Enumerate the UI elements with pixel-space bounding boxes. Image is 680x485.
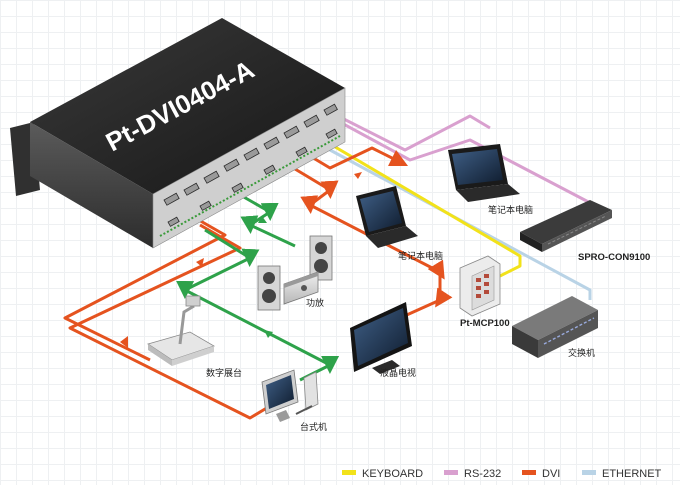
laptop-center (356, 186, 418, 248)
legend-swatch (444, 470, 458, 475)
matrix-device: Pt-DVI0404-A (10, 18, 346, 249)
label-controller: SPRO-CON9100 (578, 252, 650, 263)
network-switch (512, 296, 598, 358)
label-desktop: 台式机 (300, 421, 327, 433)
desktop-pc (261, 369, 319, 422)
visualizer (147, 295, 215, 366)
label-amplifier: 功放 (306, 297, 324, 309)
legend-label: RS-232 (464, 468, 501, 480)
legend-label: DVI (542, 468, 560, 480)
label-visualizer: 数字展台 (206, 367, 242, 379)
label-switch: 交换机 (568, 347, 595, 359)
controller-device (520, 200, 612, 252)
label-tv: 液晶电视 (380, 367, 416, 379)
label-laptop-center: 笔记本电脑 (398, 250, 443, 262)
rear-ports (163, 103, 338, 227)
lcd-tv (350, 302, 412, 374)
legend-label: KEYBOARD (362, 468, 423, 480)
legend-swatch (522, 470, 536, 475)
label-panel: Pt-MCP100 (460, 318, 510, 329)
legend-label: ETHERNET (602, 468, 662, 480)
amplifier-set (257, 235, 333, 311)
cable-dvi-laptop (299, 146, 409, 170)
legend-item-ethernet: ETHERNET (582, 468, 662, 480)
cable-green-amp (234, 190, 296, 248)
legend-item-dvi: DVI (522, 468, 560, 480)
legend-swatch (582, 470, 596, 475)
cable-rs232-laptop (329, 110, 491, 152)
legend: KEYBOARD RS-232 DVI ETHERNET (342, 468, 662, 480)
cable-rs232-controller (335, 118, 601, 210)
cable-dvi-desktop (68, 223, 281, 420)
legend-item-keyboard: KEYBOARD (342, 468, 423, 480)
legend-swatch (342, 470, 356, 475)
legend-item-rs232: RS-232 (444, 468, 501, 480)
cable-dvi-visualizer (63, 213, 227, 362)
laptop-right (448, 144, 520, 202)
label-laptop-right: 笔记本电脑 (488, 204, 533, 216)
control-panel (459, 255, 501, 317)
cable-green-desktop (176, 228, 340, 382)
